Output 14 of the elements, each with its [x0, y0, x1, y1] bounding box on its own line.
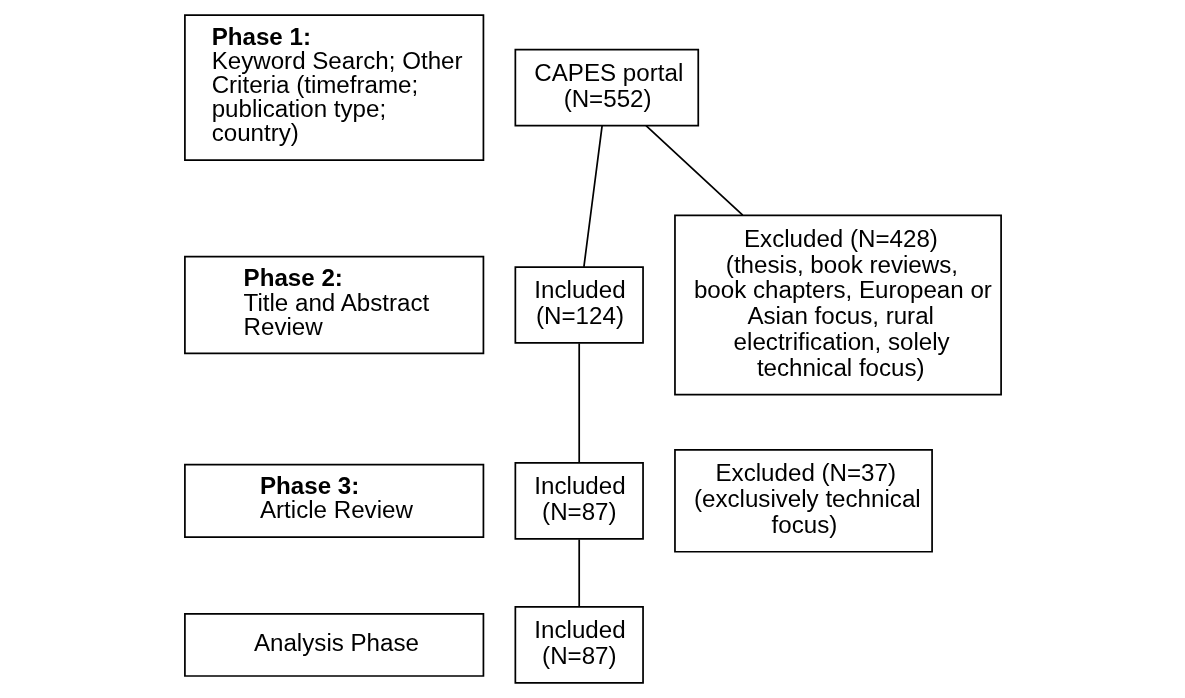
node-box: Excluded (N=37) (exclusively technical focus) — [673, 449, 933, 553]
node-box: Phase 2: Title and Abstract Review — [183, 255, 484, 355]
node-box: Included (N=87) — [514, 462, 644, 540]
node-box: Included (N=124) — [514, 266, 644, 344]
node-box: Included (N=87) — [514, 606, 644, 684]
node-box: Phase 1: Keyword Search; Other Criteria (timeframe; publication type; country) — [183, 14, 484, 161]
node-box: Phase 3: Article Review — [183, 463, 484, 538]
node-box: Excluded (N=428) (thesis, book reviews, book chapters, European or Asian focus, rural electrification, solely technical focus) — [673, 214, 1002, 396]
connector — [582, 124, 603, 268]
connector — [577, 342, 580, 464]
node-box: Analysis Phase — [183, 613, 484, 677]
connector — [644, 124, 744, 216]
node-box: CAPES portal (N=552) — [514, 48, 699, 127]
connector — [577, 538, 580, 608]
